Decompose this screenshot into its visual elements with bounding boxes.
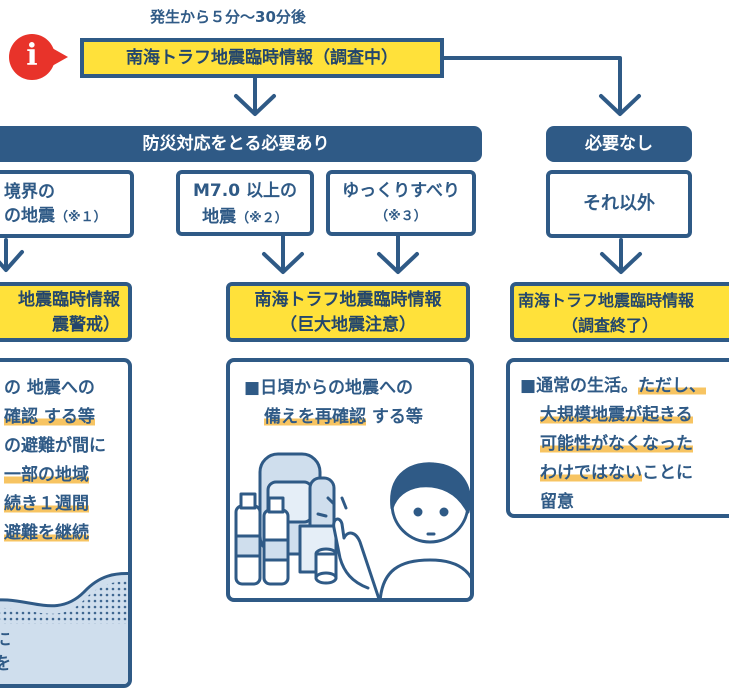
condition-line: それ以外	[583, 193, 655, 214]
action-line: 通常の生活。	[536, 376, 639, 396]
branch-action-required: 防災対応をとる必要あり	[0, 126, 482, 162]
action-line: 留意	[540, 492, 574, 512]
action-box-warning: の 地震への 確認 する等 の避難が間に 一部の地域 続き１週間 避難を継続 に…	[0, 358, 132, 688]
condition-note: （※２）	[236, 211, 288, 226]
action-line: 避難を継続	[4, 523, 89, 543]
action-box-survey-ended: ■通常の生活。ただし、 大規模地震が起きる 可能性がなくなった わけではないこと…	[506, 358, 729, 518]
action-line: 続き１週間	[4, 494, 89, 514]
action-line: に	[0, 628, 11, 652]
action-box-caution: ■日頃からの地震への 備えを再確認 する等	[226, 358, 474, 602]
result-line: 南海トラフ地震臨時情報	[518, 291, 695, 310]
tsunami-illustration	[0, 572, 128, 684]
result-line: 地震臨時情報	[18, 290, 120, 310]
action-line: 日頃からの地震への	[260, 378, 414, 398]
condition-line: 境界の	[4, 182, 55, 202]
flow-connectors	[0, 56, 642, 274]
action-line: の避難が間に	[4, 436, 106, 456]
result-line: 震警戒）	[52, 315, 120, 335]
condition-boundary-quake: 境界の の地震（※１）	[0, 170, 134, 238]
action-line: を	[0, 652, 11, 676]
action-line: 確認 する等	[4, 407, 95, 427]
condition-other: それ以外	[546, 170, 692, 238]
branch-not-required: 必要なし	[546, 126, 692, 162]
condition-line: M7.0 以上の	[193, 181, 297, 201]
result-line: 南海トラフ地震臨時情報	[254, 290, 442, 310]
condition-line: 地震	[202, 207, 237, 227]
condition-slow-slip: ゆっくりすべり （※３）	[326, 170, 476, 236]
info-icon-letter: i	[26, 38, 38, 73]
action-line: ことに	[642, 463, 693, 483]
action-line-highlight: ただし、	[638, 376, 707, 396]
action-line: 一部の地域	[4, 465, 89, 485]
info-icon: i	[8, 32, 68, 82]
result-warning: 地震臨時情報 震警戒）	[0, 282, 132, 342]
action-line-highlight: わけではない	[540, 463, 642, 483]
action-line-highlight: 備えを再確認	[264, 407, 366, 427]
action-line: する等	[366, 407, 423, 427]
bullet-icon: ■	[244, 378, 261, 398]
preparedness-illustration	[234, 452, 470, 598]
top-info-box: 南海トラフ地震臨時情報（調査中）	[80, 38, 444, 78]
action-line-highlight: 可能性がなくなった	[540, 434, 693, 454]
action-line: の 地震への	[4, 378, 95, 398]
branch-not-required-label: 必要なし	[585, 134, 653, 154]
timing-label: 発生から５分～30分後	[150, 8, 306, 26]
result-line: （巨大地震注意）	[280, 315, 416, 335]
result-caution: 南海トラフ地震臨時情報 （巨大地震注意）	[226, 282, 470, 342]
result-line: （調査終了）	[562, 316, 659, 335]
action-line-highlight: 大規模地震が起きる	[540, 405, 693, 425]
condition-line: の地震	[4, 206, 55, 226]
result-survey-ended: 南海トラフ地震臨時情報 （調査終了）	[510, 282, 729, 342]
condition-m7: M7.0 以上の 地震（※２）	[176, 170, 314, 236]
condition-note: （※３）	[375, 209, 427, 224]
condition-line: ゆっくりすべり	[342, 181, 460, 201]
branch-action-required-label: 防災対応をとる必要あり	[142, 134, 330, 154]
condition-note: （※１）	[55, 210, 107, 225]
bullet-icon: ■	[520, 376, 537, 396]
